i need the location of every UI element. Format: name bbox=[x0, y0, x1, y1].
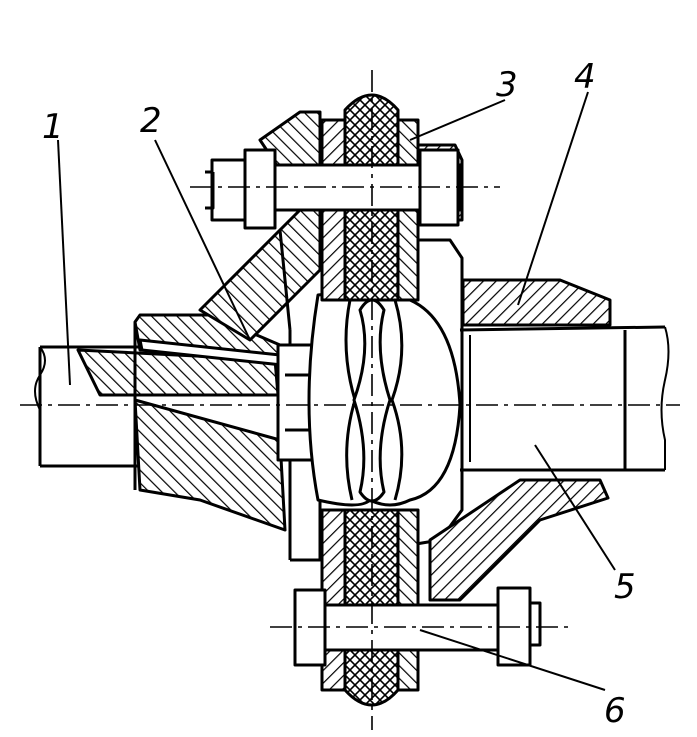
callout-6: 6 bbox=[604, 691, 626, 731]
flex-disc bbox=[307, 291, 462, 507]
callout-5: 5 bbox=[614, 567, 636, 607]
leader-lines bbox=[57, 91, 616, 691]
callout-1: 1 bbox=[42, 107, 64, 147]
callout-4: 4 bbox=[574, 57, 596, 97]
centre-lines bbox=[20, 70, 680, 730]
callout-3: 3 bbox=[496, 65, 518, 105]
right-shaft bbox=[459, 325, 670, 472]
top-bolt bbox=[205, 148, 462, 230]
callout-2: 2 bbox=[140, 101, 162, 141]
